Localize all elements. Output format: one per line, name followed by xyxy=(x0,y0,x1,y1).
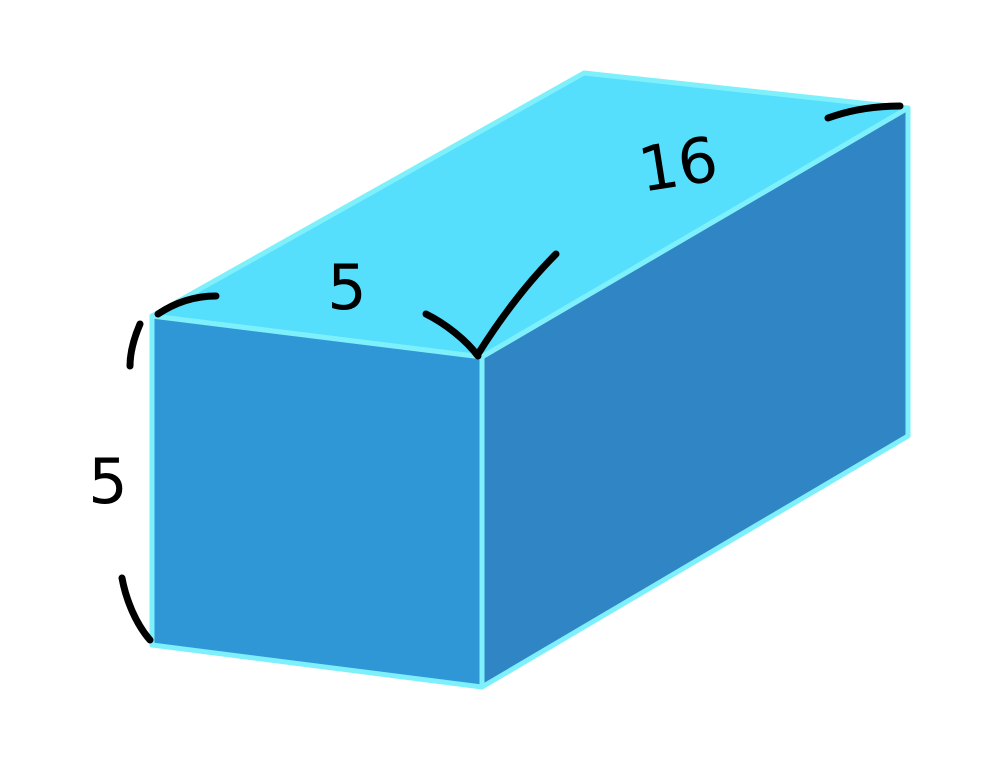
width-label: 5 xyxy=(327,251,366,324)
length-end-tick xyxy=(824,102,904,122)
dimension-marks xyxy=(118,102,904,644)
width-start-tick xyxy=(154,292,220,318)
length-start-tick xyxy=(474,250,560,358)
height-bracket-bottom-tick xyxy=(118,574,154,644)
width-end-tick xyxy=(422,310,482,360)
prism-front-face xyxy=(149,313,485,690)
height-bracket-top-tick xyxy=(126,320,144,370)
height-label: 5 xyxy=(88,445,127,518)
length-label: 16 xyxy=(633,122,722,206)
